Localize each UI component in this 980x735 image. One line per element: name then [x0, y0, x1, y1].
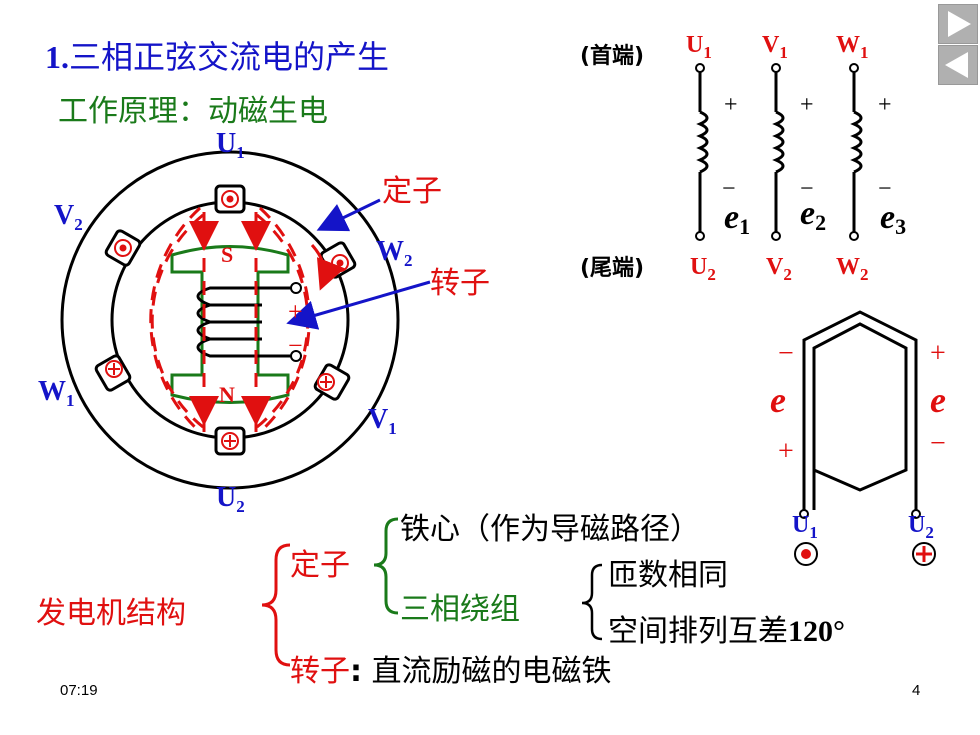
coil-emf-left: e — [770, 380, 786, 420]
rotor-coil — [196, 286, 296, 358]
page-subtitle: 工作原理：动磁生电 — [58, 94, 328, 129]
label-u1: U1 — [216, 128, 245, 162]
coil-right-bottom: − — [930, 428, 946, 459]
svg-text:e3: e3 — [880, 199, 906, 239]
rotor-minus: − — [288, 331, 303, 360]
next-slide-button[interactable] — [938, 4, 978, 44]
label-v2: V2 — [54, 200, 83, 234]
rotor — [170, 245, 290, 404]
label-w2: W2 — [376, 236, 413, 270]
windings-text: 三相绕组 — [400, 592, 520, 627]
svg-text:e2: e2 — [800, 195, 826, 235]
label-w1: W1 — [38, 376, 75, 410]
same-turns-text: 匝数相同 — [608, 558, 728, 593]
label-u2: U2 — [216, 482, 245, 516]
page-title: 1.三相正弦交流电的产生 — [45, 38, 390, 76]
e1-minus: − — [722, 176, 736, 202]
tail-v2: V2 — [766, 254, 792, 284]
coil-right-top: + — [930, 338, 946, 369]
stator-label: 定子 — [382, 174, 442, 209]
coil-emf-right: e — [930, 380, 946, 420]
coil-terminals — [794, 542, 936, 566]
head-w1: W1 — [836, 32, 869, 62]
e1-plus: + — [724, 92, 738, 118]
tail-end-label: (尾端) — [580, 256, 645, 281]
tail-u2: U2 — [690, 254, 716, 284]
emf-e1: e — [724, 199, 739, 236]
stator-outer — [60, 150, 400, 490]
pole-s: S — [221, 242, 233, 267]
e3-plus: + — [878, 92, 892, 118]
generator-diagram: + − S N — [60, 150, 431, 490]
prev-slide-button[interactable] — [938, 45, 978, 85]
label-v1: V1 — [368, 404, 397, 438]
spatial-text: 空间排列互差120° — [608, 614, 845, 649]
coil-left-top: − — [778, 338, 794, 369]
coil-diagram: − + + − e e — [770, 310, 946, 519]
emf-e2: e — [800, 195, 815, 232]
svg-text:e1: e1 — [724, 199, 750, 239]
conductor-crosses — [105, 360, 335, 450]
rotor-line: 转子: 直流励磁的电磁铁 — [290, 654, 612, 689]
tail-w2: W2 — [836, 254, 869, 284]
emf-e3: e — [880, 199, 895, 236]
e3-minus: − — [878, 176, 892, 202]
stator-title: 定子 — [290, 548, 350, 583]
phase-windings: + + + − − − e1 e2 e3 — [695, 63, 906, 241]
e2-minus: − — [800, 176, 814, 202]
pole-n: N — [219, 382, 235, 407]
coil-u1-label: U1 — [792, 512, 818, 542]
e2-plus: + — [800, 92, 814, 118]
footer-time: 07:19 — [60, 682, 98, 699]
head-end-label: (首端) — [580, 44, 645, 69]
iron-core-text: 铁心（作为导磁路径） — [400, 512, 700, 547]
footer-page-number: 4 — [912, 682, 921, 699]
back-icon — [945, 52, 968, 78]
structure-main: 发电机结构 — [36, 596, 186, 631]
coil-left-bottom: + — [778, 436, 794, 467]
rotor-label: 转子 — [430, 266, 490, 301]
structure-braces — [261, 517, 603, 667]
head-v1: V1 — [762, 32, 788, 62]
head-u1: U1 — [686, 32, 712, 62]
play-icon — [948, 11, 971, 37]
rotor-plus: + — [288, 297, 303, 326]
coil-u2-label: U2 — [908, 512, 934, 542]
